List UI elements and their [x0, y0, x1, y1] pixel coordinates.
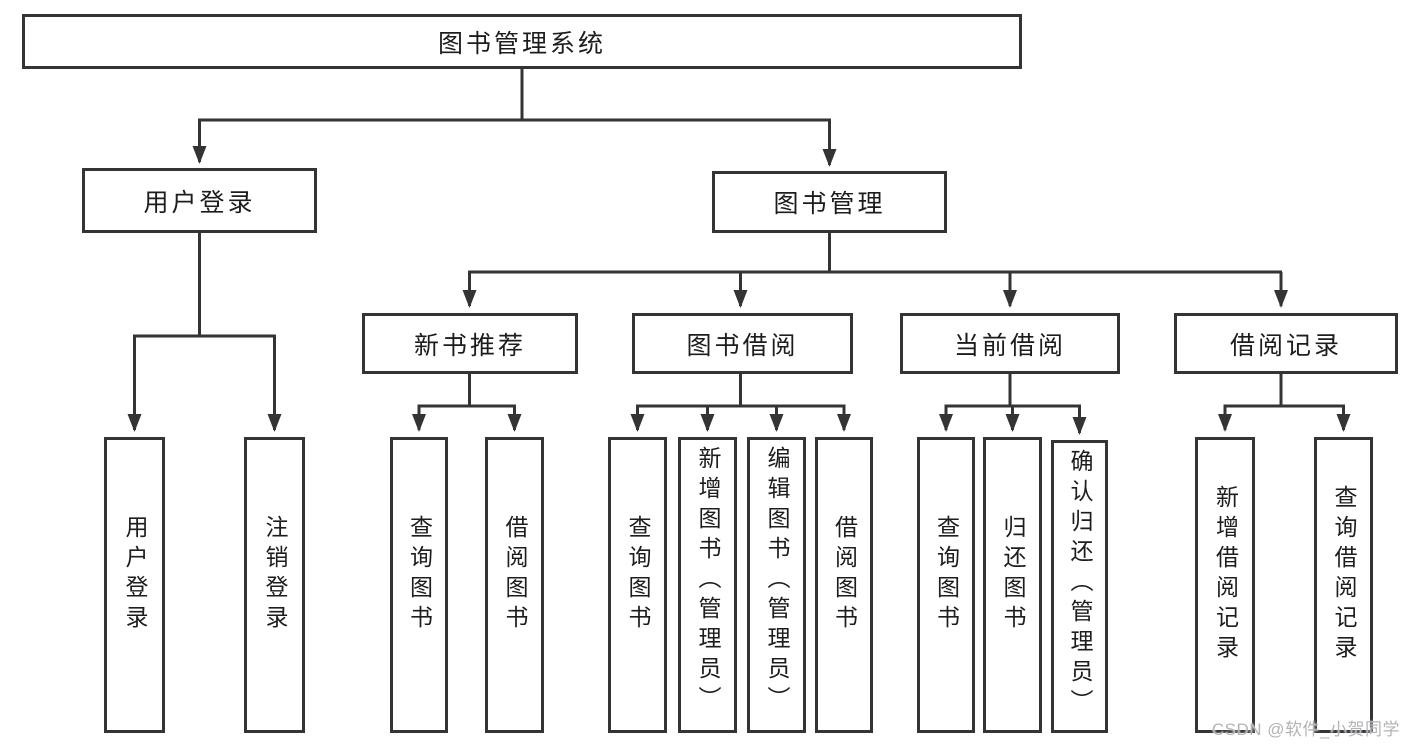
- leaf-newbook-query-books-label: 查询图书: [406, 515, 433, 635]
- leaf-current-return-books-label: 归还图书: [1000, 515, 1026, 635]
- leaf-borrow-add-books-admin-label: 新增图书（管理员）: [695, 446, 721, 716]
- csdn-watermark: CSDN @软件_小贺同学: [1211, 720, 1400, 739]
- leaf-user-login-label: 用户登录: [122, 515, 148, 635]
- leaf-borrow-query-books: 查询图书: [608, 437, 667, 733]
- leaf-current-return-books: 归还图书: [983, 437, 1042, 733]
- book-management-branch-lines: [462, 233, 1288, 308]
- leaf-borrow-add-books-admin: 新增图书（管理员）: [678, 437, 737, 733]
- leaf-newbook-borrow-books-label: 借阅图书: [502, 515, 528, 635]
- leaf-logout: 注销登录: [244, 437, 305, 733]
- leaf-current-confirm-return-admin: 确认归还（管理员）: [1051, 440, 1108, 733]
- leaf-borrow-query-books-label: 查询图书: [625, 515, 651, 635]
- leaf-borrow-borrow-books: 借阅图书: [815, 437, 873, 733]
- root-branch-lines: [192, 69, 837, 167]
- node-new-book-recommend: 新书推荐: [362, 313, 578, 374]
- leaf-newbook-query-books: 查询图书: [390, 437, 448, 733]
- leaf-current-query-books-label: 查询图书: [933, 515, 960, 635]
- node-current-borrow: 当前借阅: [900, 313, 1120, 374]
- leaf-records-add-record: 新增借阅记录: [1195, 437, 1255, 733]
- new-book-branch-lines: [412, 374, 522, 432]
- user-login-branch-lines: [127, 233, 282, 432]
- node-book-borrow: 图书借阅: [632, 313, 853, 374]
- leaf-records-query-record-label: 查询借阅记录: [1331, 485, 1357, 665]
- node-user-login: 用户登录: [82, 168, 317, 233]
- current-borrow-branch-lines: [939, 374, 1087, 435]
- book-borrow-branch-lines: [630, 374, 851, 432]
- leaf-borrow-edit-books-admin: 编辑图书（管理员）: [747, 437, 806, 733]
- leaf-current-confirm-return-admin-label: 确认归还（管理员）: [1067, 449, 1093, 719]
- node-book-management: 图书管理: [712, 171, 947, 233]
- leaf-current-query-books: 查询图书: [917, 437, 975, 733]
- leaf-records-query-record: 查询借阅记录: [1314, 437, 1373, 733]
- borrow-record-branch-lines: [1218, 374, 1351, 432]
- leaf-newbook-borrow-books: 借阅图书: [485, 437, 544, 733]
- node-borrow-records: 借阅记录: [1174, 313, 1398, 374]
- leaf-user-login: 用户登录: [104, 437, 165, 733]
- node-library-management-system: 图书管理系统: [22, 14, 1022, 69]
- leaf-borrow-borrow-books-label: 借阅图书: [831, 515, 858, 635]
- leaf-borrow-edit-books-admin-label: 编辑图书（管理员）: [764, 446, 790, 716]
- leaf-records-add-record-label: 新增借阅记录: [1212, 485, 1239, 665]
- leaf-logout-label: 注销登录: [262, 515, 288, 635]
